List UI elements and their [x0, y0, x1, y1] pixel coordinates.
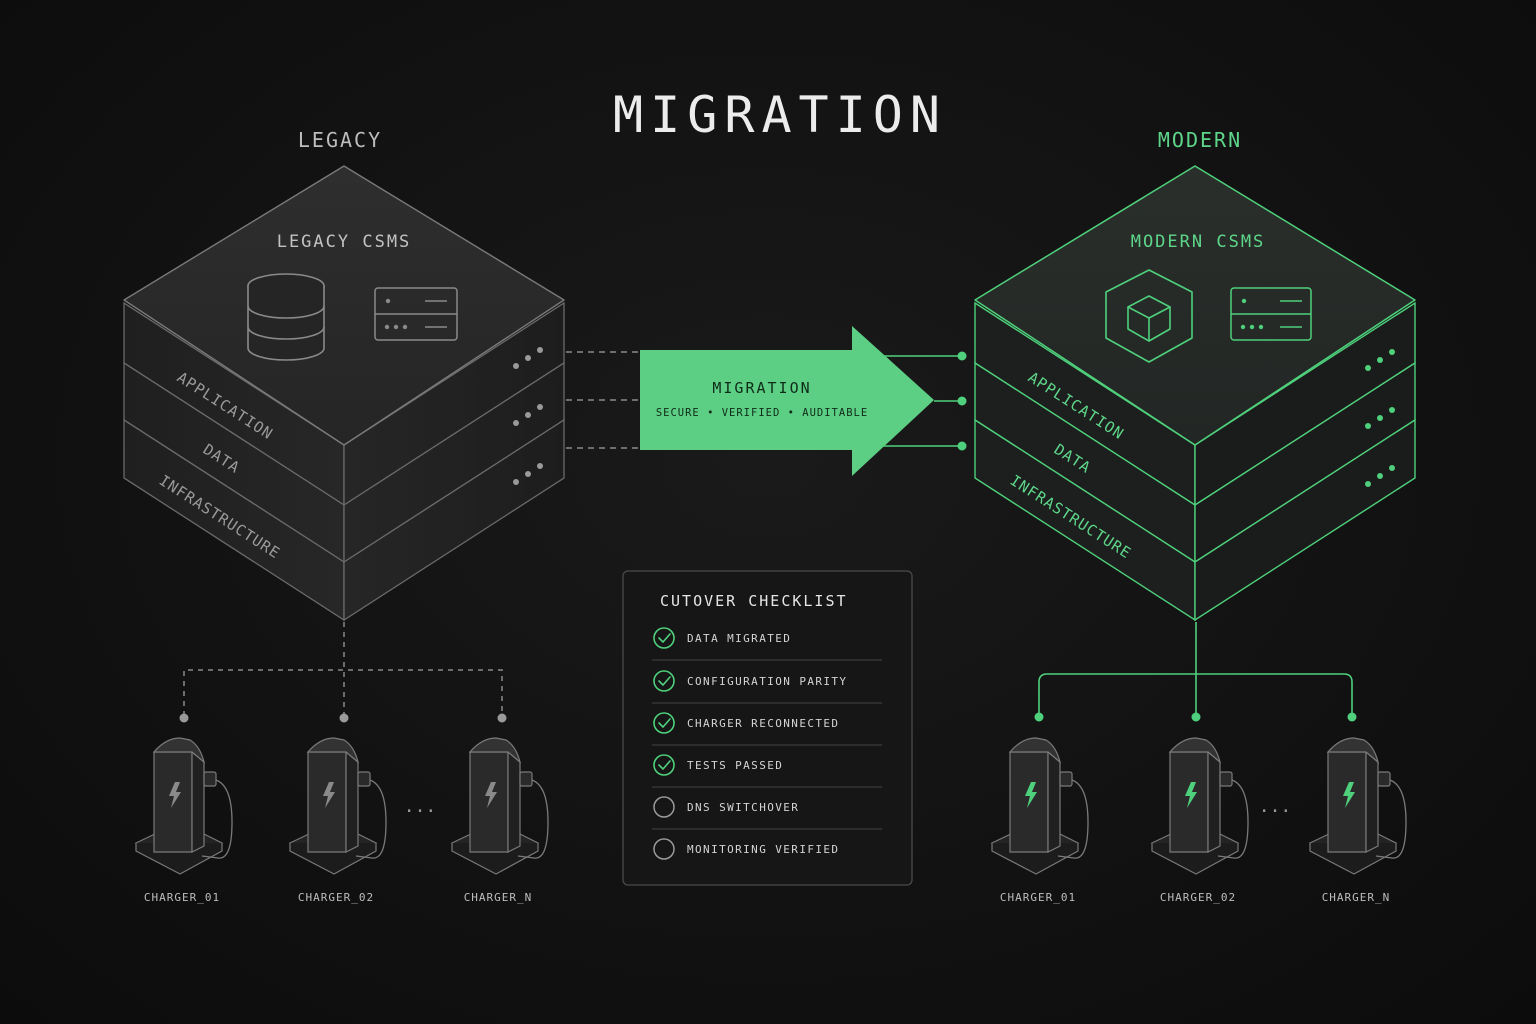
lightning-bolt-icon	[323, 782, 335, 808]
legacy-charger-ellipsis: ...	[404, 796, 437, 817]
legacy-stack: LEGACY CSMS APPLICATION DATA INFRASTRUCT…	[123, 165, 565, 622]
legacy-csms-name: LEGACY CSMS	[277, 232, 412, 252]
page-title: MIGRATION	[613, 86, 947, 144]
modern-charger-2: CHARGER_02	[1150, 737, 1249, 904]
check-circle-icon	[653, 754, 675, 776]
checklist-item-label: DNS SWITCHOVER	[687, 801, 799, 814]
modern-stack: MODERN CSMS APPLICATION DATA INFRASTRUCT…	[974, 165, 1416, 622]
checklist-title: CUTOVER CHECKLIST	[660, 592, 848, 610]
charger-label: CHARGER_02	[298, 891, 374, 904]
legacy-charger-2: CHARGER_02	[288, 737, 387, 904]
checklist-item: CHARGER RECONNECTED	[652, 712, 882, 746]
migration-arrow-subtitle: SECURE • VERIFIED • AUDITABLE	[656, 407, 868, 419]
empty-circle-icon	[653, 838, 675, 860]
lightning-bolt-icon	[485, 782, 497, 808]
checklist-item: DNS SWITCHOVER	[652, 796, 882, 830]
charger-label: CHARGER_01	[144, 891, 220, 904]
checklist-item-label: CONFIGURATION PARITY	[687, 675, 847, 688]
server-icon	[374, 287, 458, 341]
empty-circle-icon	[653, 796, 675, 818]
modern-charger-nodes	[1034, 712, 1357, 722]
modern-csms-name: MODERN CSMS	[1131, 232, 1266, 252]
legacy-charger-nodes	[179, 713, 507, 723]
checklist-item-label: MONITORING VERIFIED	[687, 843, 839, 856]
chargers: CHARGER_01 CHARGER_02 CHARGER_N CHARGER_01 C…	[134, 737, 1407, 904]
check-circle-icon	[653, 712, 675, 734]
lightning-bolt-icon	[1025, 782, 1037, 808]
modern-charger-ellipsis: ...	[1259, 796, 1292, 817]
charger-label: CHARGER_02	[1160, 891, 1236, 904]
charger-label: CHARGER_N	[464, 891, 533, 904]
check-circle-icon	[653, 670, 675, 692]
checklist-item: TESTS PASSED	[652, 754, 882, 788]
checklist-item-label: DATA MIGRATED	[687, 632, 791, 645]
legacy-arrow-connectors	[566, 351, 640, 449]
charger-label: CHARGER_01	[1000, 891, 1076, 904]
migration-arrow-title: MIGRATION	[712, 379, 811, 397]
modern-label: MODERN	[1158, 128, 1242, 152]
cutover-checklist: CUTOVER CHECKLIST DATA MIGRATED CONFIGURA…	[622, 570, 913, 886]
legacy-charger-3: CHARGER_N	[450, 737, 549, 904]
migration-arrow: MIGRATION SECURE • VERIFIED • AUDITABLE	[640, 326, 934, 476]
modern-charger-tree	[1038, 622, 1353, 716]
lightning-bolt-icon	[1185, 782, 1197, 808]
modern-arrow-connectors	[882, 351, 967, 451]
checklist-item: DATA MIGRATED	[652, 627, 882, 661]
modern-charger-3: CHARGER_N	[1308, 737, 1407, 904]
legacy-charger-tree	[183, 622, 503, 716]
checklist-item: MONITORING VERIFIED	[653, 838, 839, 860]
legacy-charger-1: CHARGER_01	[134, 737, 233, 904]
server-icon	[1230, 287, 1312, 341]
check-circle-icon	[653, 627, 675, 649]
modern-charger-1: CHARGER_01	[990, 737, 1089, 904]
checklist-item: CONFIGURATION PARITY	[652, 670, 882, 704]
database-icon	[247, 273, 325, 361]
legacy-status-dots	[513, 347, 543, 485]
charger-label: CHARGER_N	[1322, 891, 1391, 904]
checklist-item-label: TESTS PASSED	[687, 759, 783, 772]
lightning-bolt-icon	[1343, 782, 1355, 808]
cube-hexagon-icon	[1105, 269, 1193, 363]
lightning-bolt-icon	[169, 782, 181, 808]
legacy-label: LEGACY	[298, 128, 382, 152]
modern-status-dots	[1365, 349, 1395, 487]
checklist-item-label: CHARGER RECONNECTED	[687, 717, 839, 730]
